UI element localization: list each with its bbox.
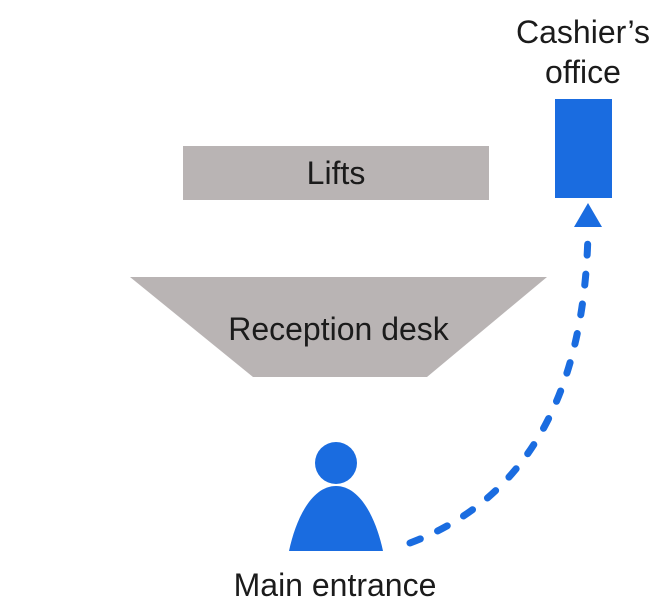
- dashed-route-arrowhead-icon: [574, 203, 602, 227]
- cashier-office-room-shape: [555, 99, 612, 198]
- lifts-label: Lifts: [306, 155, 366, 191]
- reception-desk-label: Reception desk: [228, 311, 449, 347]
- cashier-office-label: Cashier’s office: [516, 14, 650, 90]
- reception-desk-shape: [130, 277, 547, 377]
- person-icon-body: [289, 486, 383, 551]
- person-icon: [315, 442, 357, 484]
- lifts-area-shape: [183, 146, 489, 200]
- main-entrance-label: Main entrance: [233, 567, 437, 603]
